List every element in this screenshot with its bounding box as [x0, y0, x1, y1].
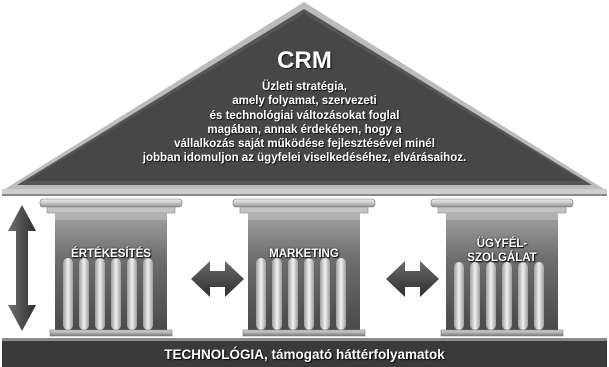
roof — [2, 2, 607, 196]
double-headed-vertical-arrow-icon — [8, 205, 36, 331]
definition-line: amely folyamat, szervezeti — [232, 95, 377, 108]
pillar-label-line: SZOLGÁLAT — [467, 252, 537, 264]
crm-title: CRM — [277, 47, 332, 74]
pillar-label-line: ÉRTÉKESÍTÉS — [71, 248, 151, 260]
pillar-label-ertekesites: ÉRTÉKESÍTÉS — [55, 247, 167, 261]
pillar-label-ugyfelszolgalat: ÜGYFÉL- SZOLGÁLAT — [446, 237, 558, 265]
double-headed-horizontal-arrow-icon — [386, 261, 439, 297]
double-headed-horizontal-arrow-icon — [191, 261, 244, 297]
foundation-label: TECHNOLÓGIA, támogató háttérfolyamatok — [164, 347, 445, 362]
pillar-label-line: ÜGYFÉL- — [476, 238, 528, 250]
definition-line: vállalkozás saját működése fejlesztéséve… — [174, 138, 435, 151]
foundation — [2, 338, 607, 367]
pillar-marketing — [232, 198, 376, 337]
definition-line: Üzleti stratégia, — [262, 81, 347, 93]
pillar-label-marketing: MARKETING — [248, 247, 360, 261]
pillar-label-line: MARKETING — [269, 248, 339, 260]
definition-line: magában, annak érdekében, hogy a — [207, 123, 402, 136]
definition-line: és technológiai változásokat foglal — [209, 109, 400, 122]
crm-definition: Üzleti stratégia, amely folyamat, szerve… — [0, 80, 609, 166]
pillar-ugyfelszolgalat — [430, 198, 574, 337]
pillar-ertekesites — [39, 198, 183, 337]
definition-line: jobban idomuljon az ügyfelei viselkedésé… — [142, 152, 467, 165]
